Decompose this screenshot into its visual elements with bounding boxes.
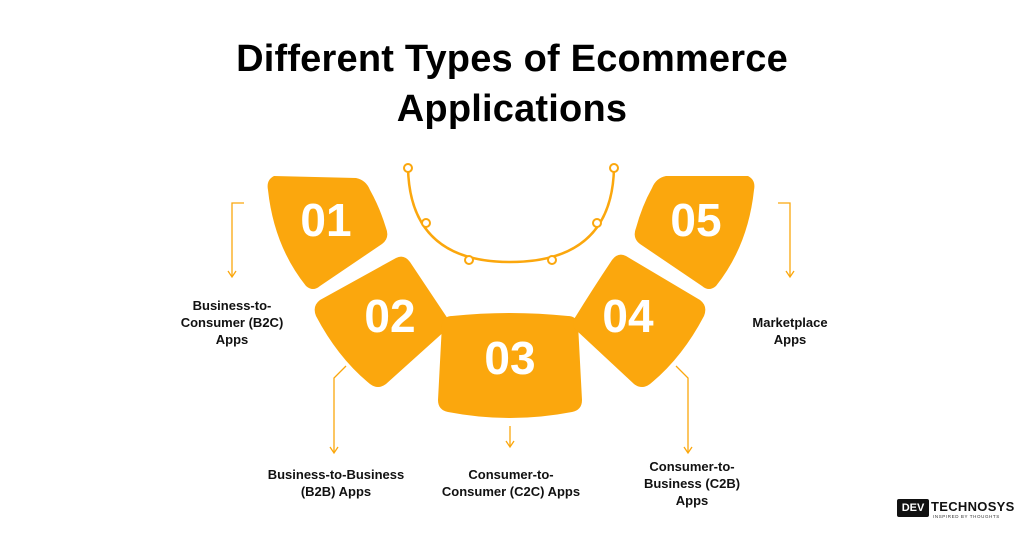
segment-05-shape [634, 176, 755, 289]
label-c2b-line-3: Apps [675, 493, 709, 508]
arc-dot-5 [592, 218, 602, 228]
segment-02-number: 02 [364, 290, 415, 342]
logo-name: TECHNOSYS [931, 499, 1015, 514]
logo-dev-badge: DEV [897, 499, 929, 517]
segment-02-shape [314, 256, 449, 387]
connector-05 [778, 202, 795, 279]
label-marketplace: Marketplace Apps [738, 314, 842, 348]
segment-03-shape [438, 313, 582, 418]
label-c2b-line-1: Consumer-to- [649, 459, 735, 474]
connector-04 [675, 365, 693, 455]
arc-dot-3 [464, 255, 474, 265]
label-b2b-line-1: Business-to-Business [267, 467, 405, 482]
segment-04-shape [573, 254, 706, 387]
arc-dot-1 [403, 163, 413, 173]
label-b2b-line-2: (B2B) Apps [300, 484, 372, 499]
connector-01 [227, 202, 244, 279]
devtechnosys-logo: DEV TECHNOSYS INSPIRED BY THOUGHTS [897, 499, 1015, 521]
label-c2b-line-2: Business (C2B) [643, 476, 741, 491]
connector-03 [505, 426, 515, 449]
arc-dot-6 [609, 163, 619, 173]
logo-tagline: INSPIRED BY THOUGHTS [933, 514, 1000, 519]
label-b2c-line-3: Apps [215, 332, 249, 347]
segment-05-number: 05 [670, 194, 721, 246]
segment-01-shape [267, 176, 388, 289]
label-marketplace-line-1: Marketplace [752, 315, 828, 330]
segment-01-number: 01 [300, 194, 351, 246]
label-b2c-line-2: Consumer (B2C) [180, 315, 284, 330]
arc-dot-2 [421, 218, 431, 228]
connector-02 [329, 365, 347, 455]
label-marketplace-line-2: Apps [773, 332, 807, 347]
label-b2b: Business-to-Business (B2B) Apps [244, 466, 428, 500]
label-c2b: Consumer-to- Business (C2B) Apps [630, 458, 754, 509]
label-c2c-line-1: Consumer-to- [468, 467, 554, 482]
segment-03-number: 03 [484, 332, 535, 384]
label-c2c: Consumer-to- Consumer (C2C) Apps [436, 466, 586, 500]
title-line-2: Applications [396, 88, 628, 130]
label-c2c-line-2: Consumer (C2C) Apps [441, 484, 581, 499]
title-line-1: Different Types of Ecommerce [236, 38, 788, 80]
segment-04-number: 04 [602, 290, 654, 342]
label-b2c: Business-to- Consumer (B2C) Apps [170, 297, 294, 348]
inner-arc [406, 167, 616, 264]
label-b2c-line-1: Business-to- [192, 298, 272, 313]
page-title: Different Types of Ecommerce Application… [0, 34, 1024, 134]
arc-dot-4 [547, 255, 557, 265]
